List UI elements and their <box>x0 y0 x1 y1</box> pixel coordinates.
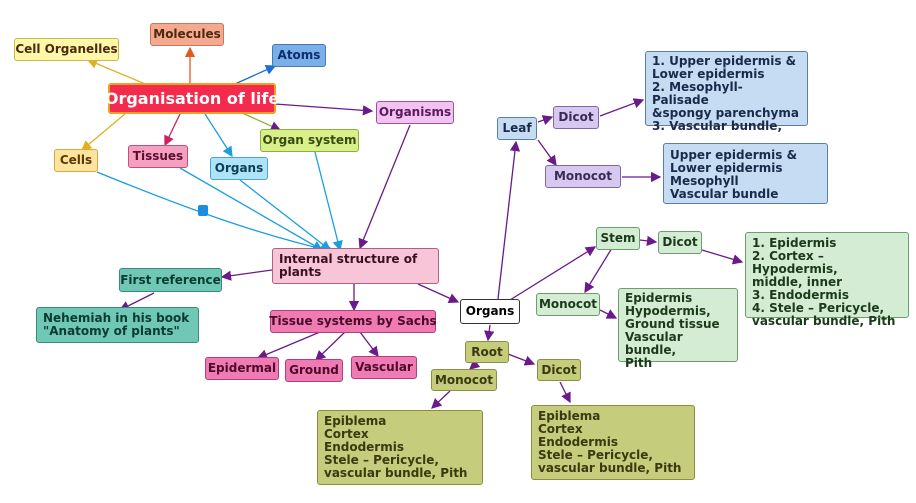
node-tissues[interactable]: Tissues <box>128 145 188 168</box>
node-organs-level[interactable]: Organs <box>210 157 268 180</box>
node-cells[interactable]: Cells <box>54 149 98 172</box>
node-leaf-monocot-detail[interactable]: Upper epidermis & Lower epidermis Mesoph… <box>663 143 828 204</box>
node-vascular[interactable]: Vascular <box>351 356 417 379</box>
node-stem-dicot-detail[interactable]: 1. Epidermis 2. Cortex – Hypodermis, mid… <box>745 232 909 328</box>
node-root-monocot-detail[interactable]: Epiblema Cortex Endodermis Stele – Peric… <box>317 410 483 485</box>
node-organs-hub[interactable]: Organs <box>460 299 520 324</box>
node-root-dicot[interactable]: Dicot <box>537 359 581 381</box>
node-stem-dicot[interactable]: Dicot <box>658 231 702 254</box>
node-stem-monocot-detail[interactable]: Epidermis Hypodermis, Ground tissue Vasc… <box>618 288 738 370</box>
node-first-reference[interactable]: First reference <box>119 268 222 292</box>
node-leaf-monocot[interactable]: Monocot <box>545 165 621 188</box>
connector-handle[interactable] <box>198 205 208 216</box>
node-ground[interactable]: Ground <box>285 359 343 382</box>
node-cell-organelles[interactable]: Cell Organelles <box>14 38 119 61</box>
node-tissue-systems[interactable]: Tissue systems by Sachs <box>269 310 437 333</box>
node-molecules[interactable]: Molecules <box>150 23 224 46</box>
node-root-dicot-detail[interactable]: Epiblema Cortex Endodermis Stele – Peric… <box>531 405 695 480</box>
node-leaf-dicot[interactable]: Dicot <box>553 106 599 129</box>
node-reference-text[interactable]: Nehemiah in his book "Anatomy of plants" <box>36 307 199 343</box>
node-epidermal[interactable]: Epidermal <box>205 357 279 380</box>
node-root[interactable]: Root <box>465 341 509 363</box>
node-stem[interactable]: Stem <box>596 227 640 250</box>
node-stem-monocot[interactable]: Monocot <box>536 293 600 316</box>
node-organ-system[interactable]: Organ system <box>260 129 359 152</box>
node-organisms[interactable]: Organisms <box>376 101 454 124</box>
diagram-title[interactable]: Organisation of life <box>105 83 279 114</box>
node-atoms[interactable]: Atoms <box>272 44 326 67</box>
node-internal-structure[interactable]: Internal structure of plants <box>272 248 439 284</box>
node-root-monocot[interactable]: Monocot <box>431 369 497 391</box>
node-leaf[interactable]: Leaf <box>497 117 537 140</box>
node-leaf-dicot-detail[interactable]: 1. Upper epidermis & Lower epidermis 2. … <box>645 51 808 133</box>
